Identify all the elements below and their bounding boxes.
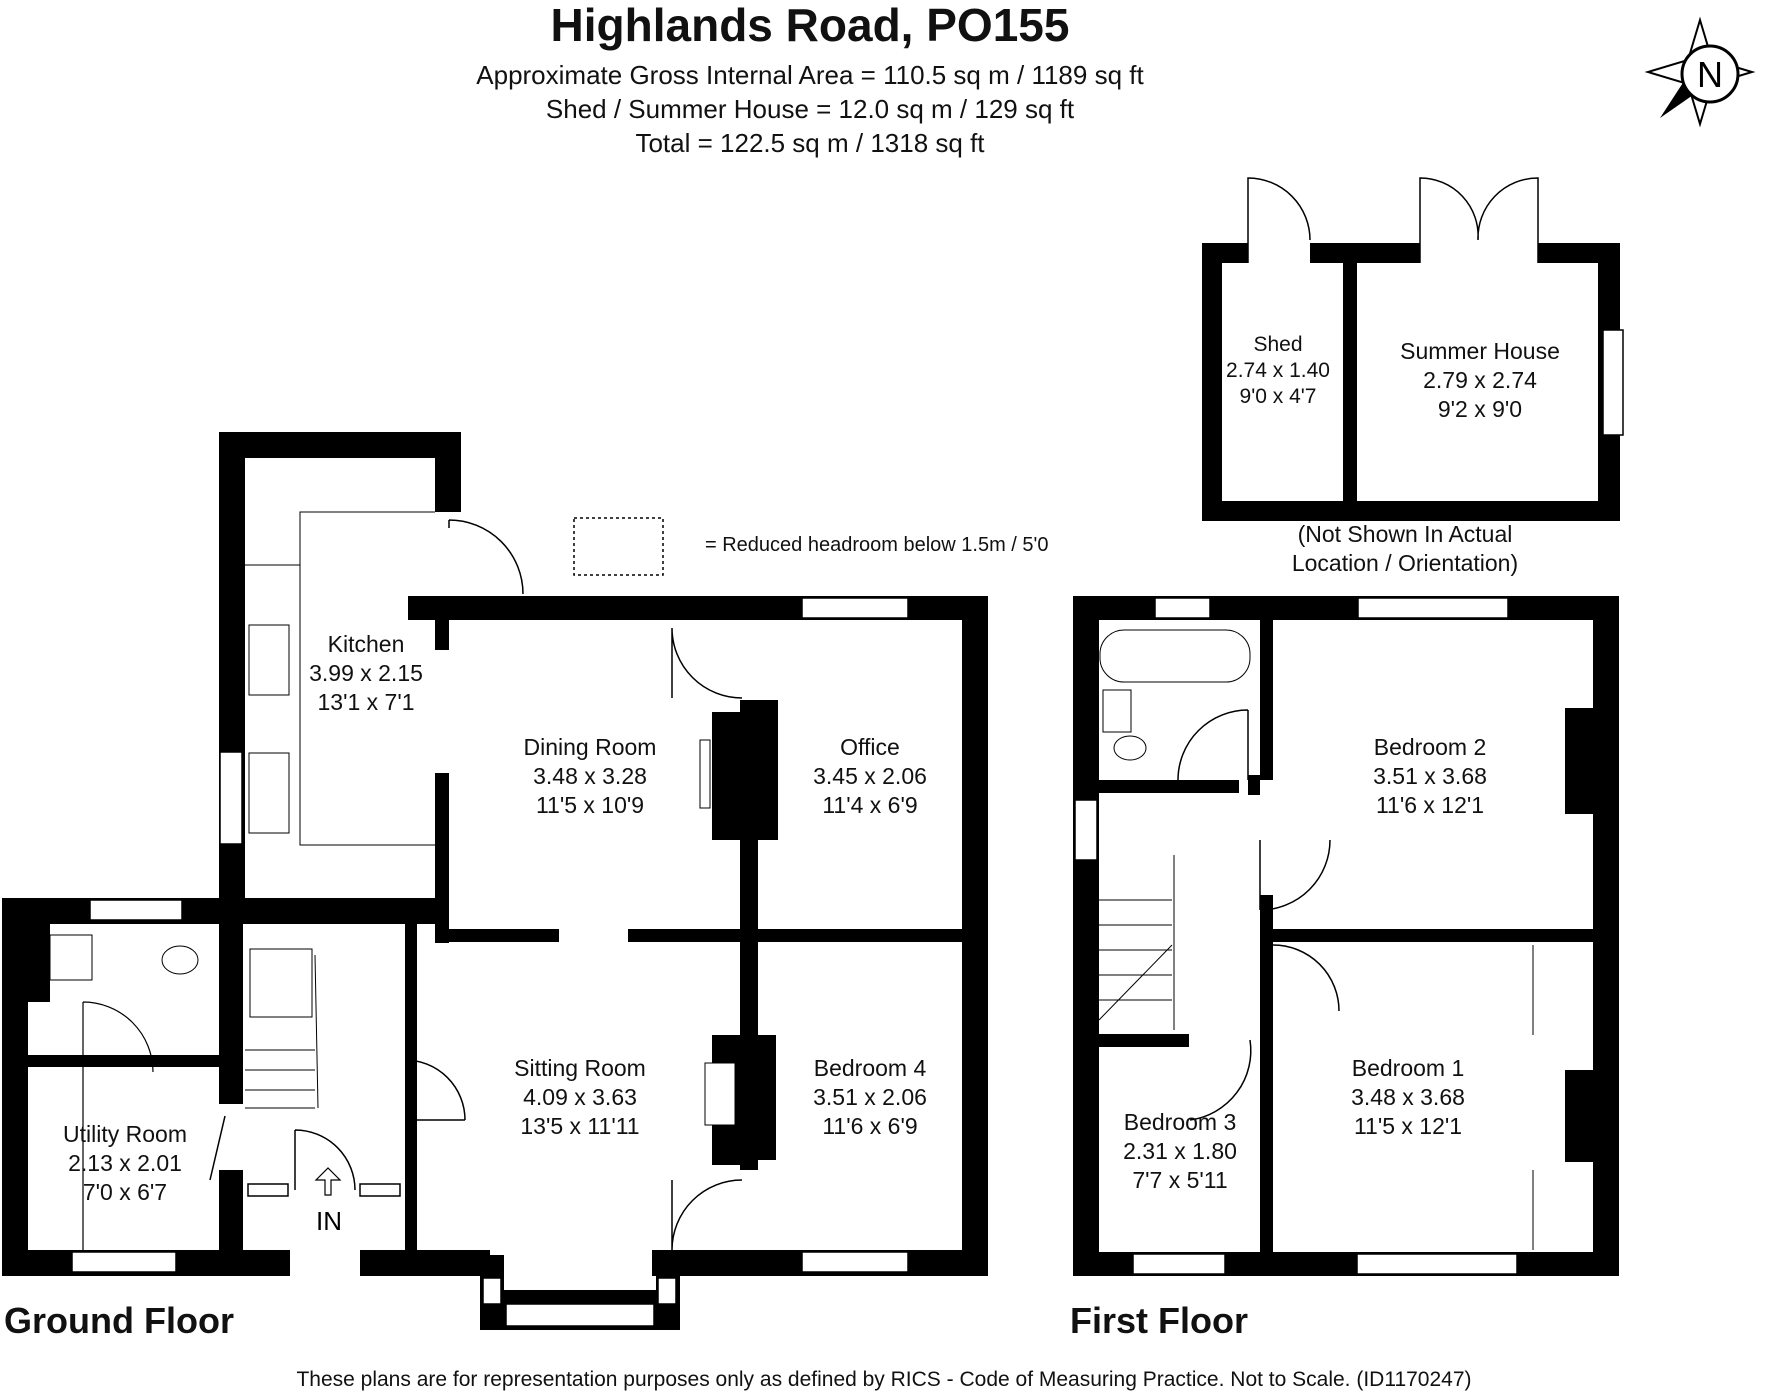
summer-house-metric: 2.79 x 2.74 <box>1423 367 1537 393</box>
kitchen-imperial: 13'1 x 7'1 <box>317 689 415 715</box>
room-label-bedroom-3: Bedroom 3 2.31 x 1.80 7'7 x 5'11 <box>1100 1108 1260 1195</box>
utility-room-metric: 2.13 x 2.01 <box>68 1150 182 1176</box>
dining-room-metric: 3.48 x 3.28 <box>533 763 647 789</box>
outbuildings-walls <box>1202 177 1624 521</box>
bedroom-4-name: Bedroom 4 <box>813 1055 927 1081</box>
bedroom-1-imperial: 11'5 x 12'1 <box>1353 1113 1463 1139</box>
bedroom-4-imperial: 11'6 x 6'9 <box>822 1113 918 1139</box>
sitting-room-metric: 4.09 x 3.63 <box>523 1084 637 1110</box>
room-label-shed: Shed 2.74 x 1.40 9'0 x 4'7 <box>1212 332 1344 410</box>
first-floor-walls <box>1073 596 1619 1276</box>
reduced-headroom-swatch <box>573 517 664 576</box>
gross-area-line: Approximate Gross Internal Area = 110.5 … <box>476 60 1144 90</box>
room-label-summer-house: Summer House 2.79 x 2.74 9'2 x 9'0 <box>1360 337 1600 424</box>
first-floor-label: First Floor <box>1070 1300 1248 1341</box>
room-label-dining-room: Dining Room 3.48 x 3.28 11'5 x 10'9 <box>500 733 680 820</box>
room-label-utility-room: Utility Room 2.13 x 2.01 7'0 x 6'7 <box>40 1120 210 1207</box>
bedroom-1-name: Bedroom 1 <box>1351 1055 1465 1081</box>
bedroom-3-imperial: 7'7 x 5'11 <box>1132 1167 1228 1193</box>
summer-house-imperial: 9'2 x 9'0 <box>1437 396 1523 422</box>
summer-house-name: Summer House <box>1400 338 1560 364</box>
kitchen-name: Kitchen <box>327 631 405 657</box>
office-imperial: 11'4 x 6'9 <box>822 792 918 818</box>
outbuildings-note: (Not Shown In Actual Location / Orientat… <box>1230 520 1580 578</box>
sitting-room-name: Sitting Room <box>514 1055 646 1081</box>
outbuildings-note-line-1: (Not Shown In Actual <box>1297 521 1513 547</box>
entrance-label: IN <box>316 1206 342 1236</box>
office-name: Office <box>840 734 900 760</box>
dining-room-imperial: 11'5 x 10'9 <box>535 792 645 818</box>
total-area-line: Total = 122.5 sq m / 1318 sq ft <box>635 128 985 158</box>
room-label-sitting-room: Sitting Room 4.09 x 3.63 13'5 x 11'11 <box>490 1054 670 1141</box>
bedroom-4-metric: 3.51 x 2.06 <box>813 1084 927 1110</box>
shed-imperial: 9'0 x 4'7 <box>1239 385 1317 408</box>
dining-room-name: Dining Room <box>523 734 657 760</box>
bedroom-3-metric: 2.31 x 1.80 <box>1123 1138 1237 1164</box>
room-label-kitchen: Kitchen 3.99 x 2.15 13'1 x 7'1 <box>296 630 436 717</box>
room-label-bedroom-4: Bedroom 4 3.51 x 2.06 11'6 x 6'9 <box>780 1054 960 1141</box>
legend-text: = Reduced headroom below 1.5m / 5'0 <box>705 534 1049 556</box>
bedroom-3-name: Bedroom 3 <box>1123 1109 1237 1135</box>
ground-floor-walls: IN <box>2 432 988 1330</box>
sitting-room-imperial: 13'5 x 11'11 <box>520 1113 640 1139</box>
kitchen-metric: 3.99 x 2.15 <box>309 660 423 686</box>
outbuildings-note-line-2: Location / Orientation) <box>1291 550 1519 576</box>
disclaimer-footer: These plans are for representation purpo… <box>296 1368 1472 1391</box>
ground-floor-label: Ground Floor <box>4 1300 234 1341</box>
room-label-office: Office 3.45 x 2.06 11'4 x 6'9 <box>780 733 960 820</box>
bedroom-2-metric: 3.51 x 3.68 <box>1373 763 1487 789</box>
bedroom-1-metric: 3.48 x 3.68 <box>1351 1084 1465 1110</box>
office-metric: 3.45 x 2.06 <box>813 763 927 789</box>
room-label-bedroom-1: Bedroom 1 3.48 x 3.68 11'5 x 12'1 <box>1318 1054 1498 1141</box>
bedroom-2-name: Bedroom 2 <box>1373 734 1487 760</box>
room-label-bedroom-2: Bedroom 2 3.51 x 3.68 11'6 x 12'1 <box>1340 733 1520 820</box>
outbuilding-area-line: Shed / Summer House = 12.0 sq m / 129 sq… <box>545 94 1075 124</box>
shed-name: Shed <box>1253 333 1303 356</box>
north-compass-icon: N <box>1644 16 1756 128</box>
plan-title: Highlands Road, PO155 <box>550 0 1070 51</box>
utility-room-imperial: 7'0 x 6'7 <box>82 1179 168 1205</box>
shed-metric: 2.74 x 1.40 <box>1226 359 1330 382</box>
bedroom-2-imperial: 11'6 x 12'1 <box>1375 792 1485 818</box>
compass-n-letter: N <box>1697 54 1723 95</box>
utility-room-name: Utility Room <box>63 1121 187 1147</box>
